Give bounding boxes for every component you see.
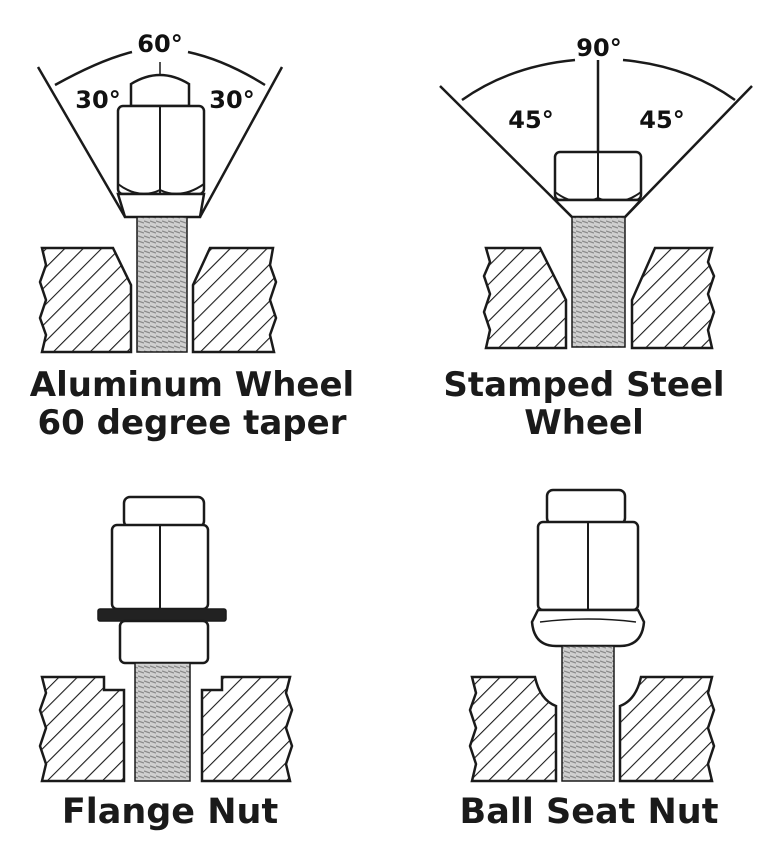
wheel-section-right — [630, 246, 716, 350]
angle-total-label: 90° — [576, 34, 621, 62]
wheel-section-right — [200, 675, 294, 783]
aluminum-wheel-panel: 60° 30° 30° — [36, 30, 284, 354]
taper-right-line — [624, 85, 753, 218]
wheel-section-right — [618, 675, 716, 783]
stamped-steel-panel: 90° 45° 45° — [439, 34, 753, 350]
caption-line: Wheel — [524, 403, 644, 444]
aluminum-wheel-caption: Aluminum Wheel 60 degree taper — [0, 366, 384, 443]
wheel-section-left — [38, 246, 133, 354]
taper-left-line — [36, 66, 127, 218]
ball-seat-nut-caption: Ball Seat Nut — [410, 792, 768, 833]
ball-seat — [530, 608, 646, 648]
taper-left-line — [439, 85, 573, 218]
threaded-stud — [134, 662, 191, 782]
caption-line: Ball Seat Nut — [459, 792, 719, 832]
threaded-stud — [136, 216, 188, 353]
angle-arc-right — [622, 58, 736, 102]
caption-line: 60 degree taper — [37, 403, 347, 444]
flange-lug-nut — [97, 495, 227, 665]
caption-line: Aluminum Wheel — [29, 365, 355, 405]
angle-arc-right — [187, 50, 266, 87]
ball-seat-nut-panel — [468, 488, 716, 783]
threaded-stud — [571, 216, 626, 348]
conical-lug-nut — [551, 150, 644, 219]
angle-left-label: 45° — [508, 106, 553, 134]
conical-lug-nut — [116, 73, 206, 219]
angle-left-label: 30° — [75, 86, 120, 114]
angle-arc-left — [461, 58, 576, 102]
angle-arc-left — [54, 50, 133, 87]
caption-line: Stamped Steel — [443, 365, 725, 405]
wheel-section-left — [468, 675, 558, 783]
wheel-section-left — [482, 246, 568, 350]
wheel-section-right — [191, 246, 278, 354]
taper-right-line — [198, 66, 284, 218]
threaded-stud — [561, 645, 615, 782]
stamped-steel-caption: Stamped Steel Wheel — [400, 366, 768, 443]
ball-seat-lug-nut — [530, 488, 646, 648]
angle-right-label: 30° — [209, 86, 254, 114]
wheel-section-left — [38, 675, 126, 783]
angle-right-label: 45° — [639, 106, 684, 134]
flange-nut-panel — [38, 495, 294, 783]
angle-total-label: 60° — [137, 30, 182, 58]
flange-nut-caption: Flange Nut — [0, 792, 340, 833]
caption-line: Flange Nut — [61, 792, 279, 832]
flange-washer — [97, 608, 227, 622]
